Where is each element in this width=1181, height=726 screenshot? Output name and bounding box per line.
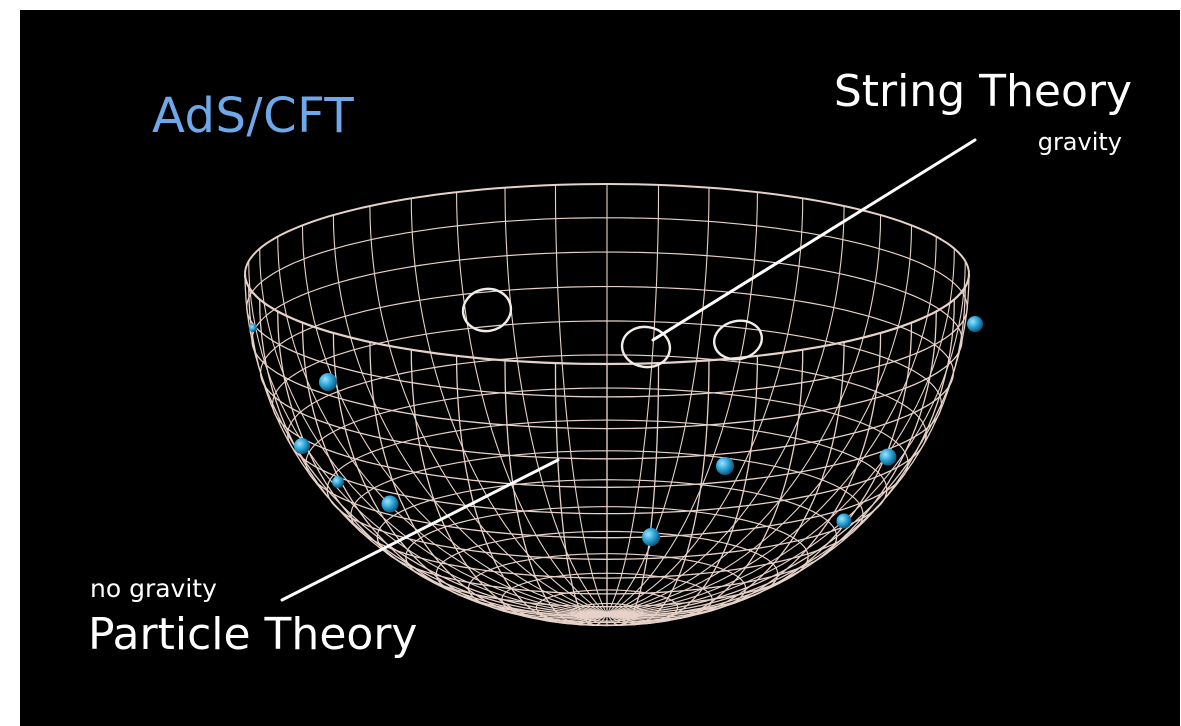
mesh-meridian-back (301, 225, 608, 615)
mesh-meridian-back (606, 215, 882, 615)
ads-cft-diagram (243, 138, 983, 627)
mesh-meridian-back (504, 187, 608, 615)
gravity-label: gravity (1037, 128, 1122, 156)
mesh-meridian-front (301, 322, 608, 619)
diagram-panel: AdS/CFT String Theory gravity no gravity… (20, 10, 1180, 726)
mesh-meridian-front (606, 322, 913, 619)
particle-theory-label: Particle Theory (88, 609, 418, 660)
particle-theory-pointer (280, 458, 560, 602)
particle-dot-icon (642, 528, 660, 546)
string-loop-icon (620, 325, 672, 369)
particle-dot-icon (319, 373, 337, 391)
boundary-particles (249, 316, 983, 546)
particle-dot-icon (249, 324, 257, 332)
string-theory-pointer (651, 138, 977, 342)
string-loop-icon (461, 287, 513, 333)
particle-dot-icon (294, 438, 310, 454)
mesh-meridian-back (410, 198, 608, 615)
no-gravity-label: no gravity (90, 574, 217, 603)
mesh-meridian-front (606, 360, 710, 626)
callout-lines (280, 138, 977, 602)
mesh-meridian-back (332, 215, 608, 615)
mesh-meridian-front (455, 355, 608, 625)
mesh-meridian-front (504, 360, 608, 626)
mesh-meridian-front (259, 299, 608, 616)
mesh-meridian-front (369, 341, 608, 622)
mesh-meridian-back (456, 192, 608, 615)
mesh-meridian-back (554, 184, 608, 615)
mesh-meridian-back (606, 225, 913, 615)
mesh-meridian-front (606, 299, 955, 616)
mesh-meridian-back (606, 192, 758, 615)
mesh-meridian-front (606, 332, 882, 620)
mesh-meridian-front (606, 286, 966, 615)
mesh-meridian-front (410, 349, 608, 623)
hemisphere-back-mesh-icon (244, 183, 970, 615)
mesh-meridian-back (606, 205, 845, 615)
particle-dot-icon (381, 495, 399, 513)
mesh-meridian-back (606, 198, 804, 615)
mesh-meridian-front (606, 355, 759, 625)
string-theory-label: String Theory (833, 66, 1132, 117)
particle-dot-icon (836, 513, 852, 529)
string-loops (461, 287, 764, 369)
particle-dot-icon (967, 316, 983, 332)
mesh-meridian-front (332, 332, 608, 620)
mesh-meridian-front (554, 363, 608, 627)
string-loop-icon (712, 319, 764, 361)
mesh-meridian-back (606, 248, 955, 615)
mesh-meridian-front (244, 273, 608, 615)
mesh-meridian-back (259, 248, 608, 615)
diagram-title: AdS/CFT (152, 88, 355, 144)
particle-dot-icon (879, 448, 897, 466)
mesh-meridian-front (606, 311, 937, 617)
particle-dot-icon (716, 457, 734, 475)
mesh-meridian-back (369, 205, 608, 615)
mesh-meridian-front (606, 363, 660, 627)
mesh-meridian-back (248, 261, 608, 615)
mesh-meridian-back (606, 261, 966, 615)
particle-dot-icon (332, 476, 344, 488)
mesh-meridian-back (606, 184, 660, 615)
mesh-meridian-front (606, 273, 970, 615)
mesh-meridian-back (606, 187, 710, 615)
